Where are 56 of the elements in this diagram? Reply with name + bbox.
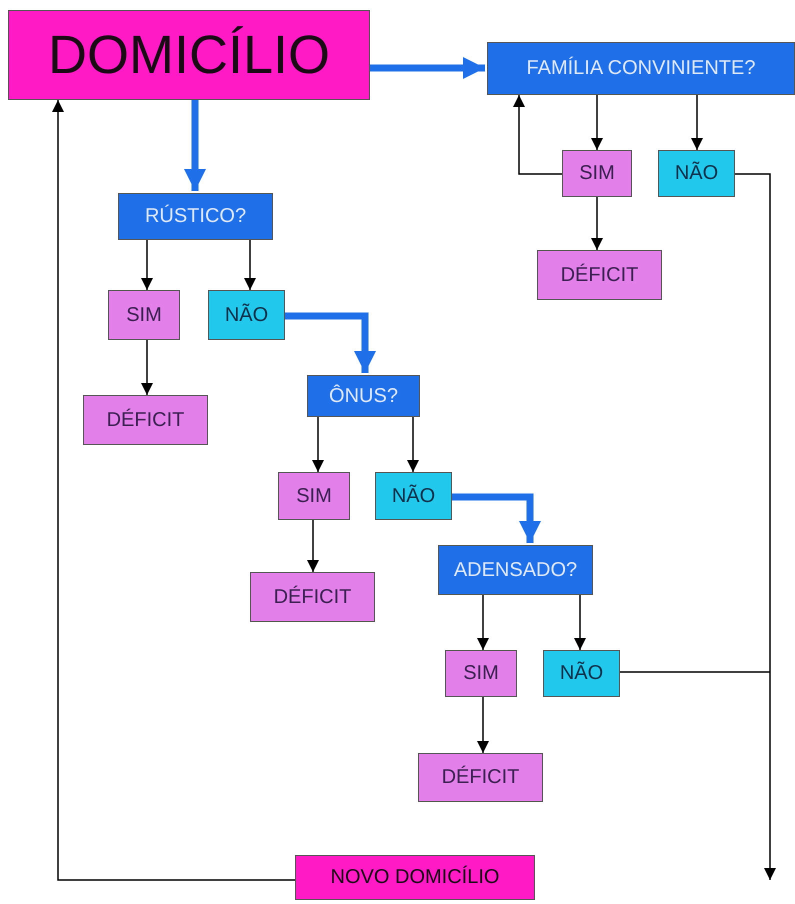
- block-arrow: [370, 57, 485, 79]
- node-label: NÃO: [224, 304, 268, 326]
- node-label: ADENSADO?: [454, 558, 578, 582]
- answer-box: [208, 290, 285, 340]
- question-box: [307, 375, 420, 417]
- answer-box: [83, 395, 208, 445]
- node-label: SIM: [126, 304, 162, 326]
- node-label: RÚSTICO?: [144, 205, 246, 228]
- arrow: [312, 417, 324, 472]
- answer-box: [250, 572, 375, 622]
- arrow: [244, 240, 256, 290]
- answer-box: [375, 472, 452, 520]
- arrow: [52, 100, 295, 881]
- answer-box: [445, 650, 517, 697]
- answer-box: [418, 753, 543, 802]
- arrow: [591, 95, 603, 150]
- node-label: SIM: [579, 162, 615, 185]
- node-label: NOVO DOMICÍLIO: [330, 866, 500, 889]
- arrow: [141, 340, 153, 395]
- connector-line: [620, 671, 770, 673]
- arrow: [574, 595, 586, 650]
- node-label: SIM: [463, 662, 499, 685]
- answer-box: [537, 250, 662, 300]
- node-label: DÉFICIT: [560, 264, 638, 286]
- arrow: [477, 697, 489, 753]
- block-arrow: [285, 312, 376, 373]
- node-label: SIM: [296, 484, 332, 508]
- arrow: [307, 520, 319, 572]
- node-label: DÉFICIT: [442, 766, 520, 789]
- block-arrow: [452, 494, 541, 543]
- question-box: [438, 545, 593, 595]
- answer-box: [278, 472, 350, 520]
- question-box: [118, 193, 273, 240]
- arrow: [407, 417, 419, 472]
- node-label: DÉFICIT: [106, 408, 184, 432]
- arrow: [735, 173, 776, 880]
- node-label: NÃO: [674, 162, 718, 185]
- arrow: [691, 95, 703, 150]
- location-box: [8, 10, 370, 100]
- node-label: ÔNUS?: [329, 384, 398, 408]
- location-box: [295, 855, 535, 900]
- answer-box: [543, 650, 620, 697]
- node-label: FAMÍLIA CONVINIENTE?: [526, 57, 756, 80]
- node-label: DOMICÍLIO: [48, 24, 330, 86]
- question-box: [487, 42, 795, 95]
- arrow: [591, 197, 603, 250]
- node-label: DÉFICIT: [274, 586, 352, 608]
- node-label: NÃO: [392, 484, 436, 508]
- answer-box: [108, 290, 180, 340]
- arrow: [513, 95, 562, 175]
- answer-box: [562, 150, 632, 197]
- arrow: [141, 240, 153, 290]
- node-label: NÃO: [560, 662, 604, 685]
- block-arrow: [184, 100, 206, 191]
- arrow: [477, 595, 489, 650]
- answer-box: [658, 150, 735, 197]
